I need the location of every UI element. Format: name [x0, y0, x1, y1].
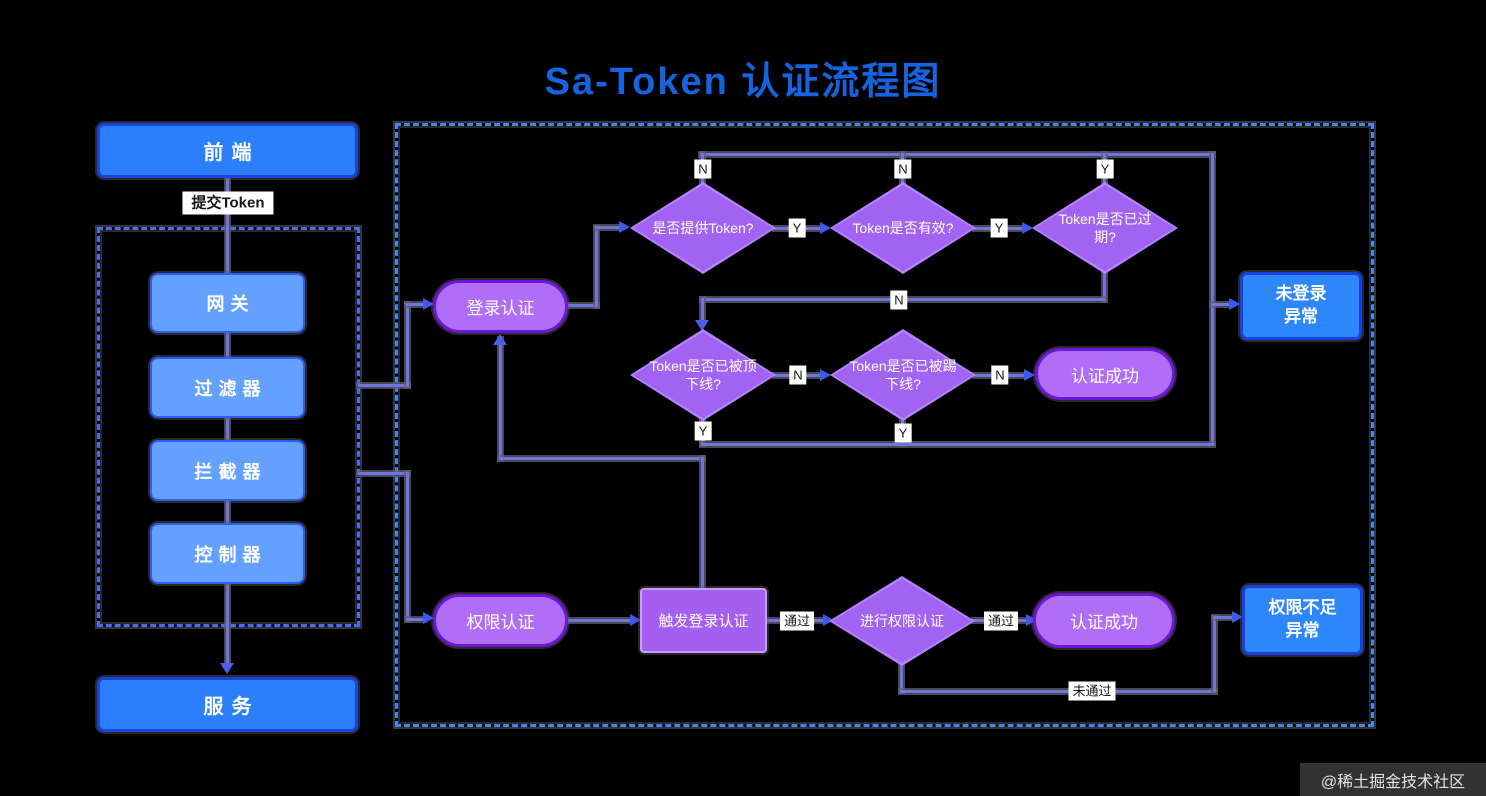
- label-pass: 通过: [779, 611, 815, 631]
- decision-label: Token是否已过期?: [1058, 210, 1152, 245]
- decision-provide-token: 是否提供Token?: [630, 182, 776, 274]
- decision-label: Token是否有效?: [852, 219, 954, 236]
- node-no-permission-exception: 权限不足 异常: [1242, 585, 1363, 655]
- exception-line1: 权限不足: [1268, 598, 1337, 618]
- connector: [900, 665, 903, 692]
- label-y: Y: [894, 423, 912, 443]
- decision-label: Token是否已被顶下线?: [649, 357, 757, 392]
- connector: [701, 298, 704, 324]
- arrow-right-icon: [423, 298, 434, 310]
- label-submit-token: 提交Token: [182, 191, 274, 215]
- decision-token-kicked: Token是否已被踢下线?: [830, 329, 976, 421]
- connector: [406, 618, 425, 621]
- exception-line1: 未登录: [1275, 284, 1327, 304]
- arrow-right-icon: [423, 612, 434, 624]
- label-pass: 通过: [983, 611, 1019, 631]
- connector: [406, 303, 425, 306]
- label-y: Y: [694, 421, 712, 441]
- connector: [1213, 616, 1234, 619]
- exception-line2: 异常: [1284, 307, 1318, 326]
- node-permission-auth: 权限认证: [433, 594, 568, 647]
- label-y: Y: [1096, 159, 1114, 179]
- connector: [499, 457, 704, 460]
- connector: [358, 384, 409, 387]
- label-y: Y: [990, 218, 1008, 238]
- arrow-right-icon: [820, 222, 831, 234]
- connector: [406, 303, 409, 387]
- connector: [1213, 617, 1216, 692]
- node-auth-success-login: 认证成功: [1035, 348, 1175, 400]
- connector: [406, 472, 409, 621]
- arrow-right-icon: [823, 614, 834, 626]
- flow-dashed-container: [395, 123, 1374, 727]
- arrow-down-icon: [695, 320, 709, 331]
- arrow-down-icon: [220, 663, 234, 674]
- connector: [700, 153, 1214, 156]
- decision-token-expired: Token是否已过期?: [1032, 182, 1178, 274]
- arrow-right-icon: [1022, 222, 1033, 234]
- arrow-right-icon: [1229, 298, 1240, 310]
- arrow-right-icon: [820, 369, 831, 381]
- decision-label: 进行权限认证: [860, 612, 944, 629]
- node-frontend: 前端: [97, 123, 358, 178]
- label-y: Y: [788, 218, 806, 238]
- connector: [900, 690, 1216, 693]
- decision-label: Token是否已被踢下线?: [849, 357, 957, 392]
- decision-do-permission: 进行权限认证: [829, 576, 975, 666]
- node-trigger-login-auth: 触发登录认证: [640, 588, 767, 653]
- label-fail: 未通过: [1068, 681, 1116, 701]
- exception-line2: 异常: [1285, 621, 1320, 640]
- connector: [595, 226, 620, 229]
- connector: [358, 472, 409, 475]
- arrow-right-icon: [630, 614, 641, 626]
- node-controller: 控制器: [150, 523, 305, 584]
- connector: [701, 443, 1214, 446]
- arrow-right-icon: [619, 221, 630, 233]
- arrow-right-icon: [1026, 614, 1037, 626]
- node-not-login-exception: 未登录 异常: [1240, 272, 1362, 340]
- connector: [226, 178, 229, 664]
- diagram-title: Sa-Token 认证流程图: [544, 61, 942, 103]
- connector: [499, 338, 502, 460]
- connector: [701, 457, 704, 588]
- connector: [1211, 153, 1214, 444]
- decision-label: 是否提供Token?: [652, 219, 754, 236]
- label-n: N: [694, 159, 712, 179]
- connector: [595, 227, 598, 307]
- watermark: @稀土掘金技术社区: [1300, 763, 1486, 796]
- decision-token-replaced: Token是否已被顶下线?: [630, 329, 776, 421]
- node-service: 服务: [97, 677, 358, 732]
- connector: [568, 304, 598, 307]
- node-gateway: 网关: [150, 273, 305, 333]
- label-n: N: [991, 365, 1009, 385]
- arrow-up-icon: [493, 334, 507, 345]
- label-n: N: [890, 290, 908, 310]
- label-n: N: [894, 159, 912, 179]
- decision-token-valid: Token是否有效?: [830, 182, 976, 274]
- node-interceptor: 拦截器: [150, 440, 305, 501]
- connector: [1103, 272, 1106, 301]
- arrow-right-icon: [1232, 611, 1243, 623]
- node-auth-success-perm: 认证成功: [1033, 593, 1175, 648]
- label-n: N: [789, 365, 807, 385]
- connector: [568, 619, 632, 622]
- node-filter: 过滤器: [150, 357, 305, 418]
- connector: [1211, 303, 1231, 306]
- arrow-right-icon: [1024, 369, 1035, 381]
- node-login-auth: 登录认证: [433, 280, 568, 333]
